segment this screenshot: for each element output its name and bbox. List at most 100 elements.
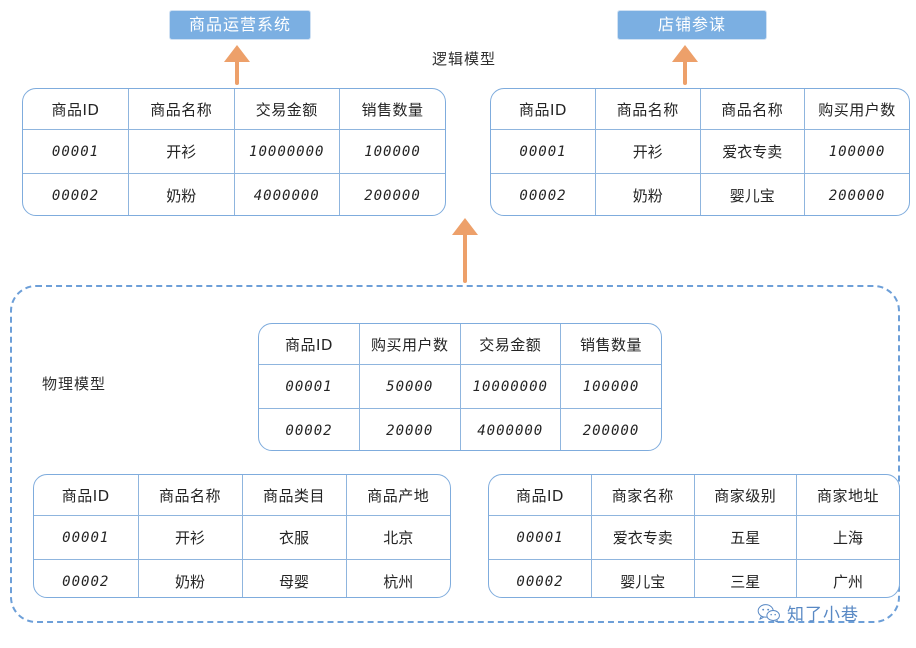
cell: 00002 — [23, 173, 129, 215]
cell: 10000000 — [459, 364, 561, 409]
column-header: 商品名称 — [595, 89, 701, 130]
column-header: 购买用户数 — [804, 89, 909, 130]
column-header: 销售数量 — [339, 89, 445, 130]
column-header: 商品ID — [259, 324, 360, 365]
table-row: 00002 奶粉 婴儿宝 200000 — [491, 173, 909, 215]
column-header: 交易金额 — [459, 324, 561, 365]
table-row: 00001 开衫 10000000 100000 — [23, 129, 445, 174]
physical-model-container — [10, 285, 900, 623]
cell: 4000000 — [233, 173, 340, 215]
column-header: 交易金额 — [233, 89, 340, 130]
cell: 广州 — [796, 559, 899, 597]
table-product-dimension: 商品ID 商品名称 商品类目 商品产地 00001 开衫 衣服 北京 00002… — [33, 474, 451, 598]
arrow-shaft — [235, 60, 239, 85]
cell: 婴儿宝 — [591, 559, 695, 597]
column-header: 商品名称 — [699, 89, 805, 130]
cell: 00001 — [259, 364, 360, 409]
table-physical-fact: 商品ID 购买用户数 交易金额 销售数量 00001 50000 1000000… — [258, 323, 662, 451]
cell: 100000 — [339, 129, 445, 174]
cell: 开衫 — [128, 129, 235, 174]
column-header: 销售数量 — [560, 324, 661, 365]
cell: 200000 — [560, 408, 661, 450]
cell: 20000 — [359, 408, 461, 450]
table-product-operations: 商品ID 商品名称 交易金额 销售数量 00001 开衫 10000000 10… — [22, 88, 446, 216]
column-header: 商品ID — [489, 475, 592, 516]
arrow-shaft — [683, 60, 687, 85]
column-header: 商品类目 — [241, 475, 347, 516]
table-header-row: 商品ID 商品名称 交易金额 销售数量 — [23, 89, 445, 130]
cell: 4000000 — [459, 408, 561, 450]
arrow-up-physical-to-logical — [452, 218, 478, 283]
watermark-text: 知了小巷 — [787, 605, 859, 625]
system-badge-shop-advisor[interactable]: 店铺参谋 — [618, 11, 766, 39]
table-row: 00002 奶粉 母婴 杭州 — [34, 559, 450, 597]
cell: 00002 — [491, 173, 596, 215]
wechat-icon — [757, 603, 780, 623]
column-header: 商家级别 — [693, 475, 797, 516]
cell: 00002 — [489, 559, 592, 597]
table-row: 00002 20000 4000000 200000 — [259, 408, 661, 450]
table-grid: 商品ID 商品名称 商品名称 购买用户数 00001 开衫 爱衣专卖 10000… — [491, 89, 909, 215]
arrowhead-icon — [224, 45, 250, 62]
cell: 上海 — [796, 515, 899, 560]
cell: 00001 — [489, 515, 592, 560]
table-row: 00002 奶粉 4000000 200000 — [23, 173, 445, 215]
table-row: 00001 开衫 爱衣专卖 100000 — [491, 129, 909, 174]
column-header: 商品ID — [34, 475, 139, 516]
table-grid: 商品ID 购买用户数 交易金额 销售数量 00001 50000 1000000… — [259, 324, 661, 450]
cell: 100000 — [804, 129, 909, 174]
arrow-up-to-product-operations — [224, 45, 250, 85]
table-row: 00002 婴儿宝 三星 广州 — [489, 559, 899, 597]
table-header-row: 商品ID 商家名称 商家级别 商家地址 — [489, 475, 899, 516]
table-shop-advisor: 商品ID 商品名称 商品名称 购买用户数 00001 开衫 爱衣专卖 10000… — [490, 88, 910, 216]
cell: 杭州 — [345, 559, 450, 597]
label-physical-model: 物理模型 — [42, 375, 107, 393]
cell: 200000 — [804, 173, 909, 215]
cell: 00001 — [34, 515, 139, 560]
column-header: 商品名称 — [137, 475, 243, 516]
cell: 五星 — [693, 515, 797, 560]
cell: 奶粉 — [595, 173, 701, 215]
table-header-row: 商品ID 购买用户数 交易金额 销售数量 — [259, 324, 661, 365]
cell: 开衫 — [137, 515, 243, 560]
cell: 50000 — [359, 364, 461, 409]
cell: 北京 — [345, 515, 450, 560]
cell: 10000000 — [233, 129, 340, 174]
column-header: 商家地址 — [796, 475, 899, 516]
cell: 爱衣专卖 — [591, 515, 695, 560]
label-logical-model: 逻辑模型 — [432, 50, 497, 68]
cell: 开衫 — [595, 129, 701, 174]
cell: 母婴 — [241, 559, 347, 597]
cell: 爱衣专卖 — [699, 129, 805, 174]
table-merchant-dimension: 商品ID 商家名称 商家级别 商家地址 00001 爱衣专卖 五星 上海 000… — [488, 474, 900, 598]
cell: 衣服 — [241, 515, 347, 560]
cell: 200000 — [339, 173, 445, 215]
cell: 奶粉 — [128, 173, 235, 215]
table-grid: 商品ID 商品名称 交易金额 销售数量 00001 开衫 10000000 10… — [23, 89, 445, 215]
arrow-up-to-shop-advisor — [672, 45, 698, 85]
watermark: 知了小巷 — [757, 600, 859, 625]
arrowhead-icon — [452, 218, 478, 235]
cell: 00001 — [23, 129, 129, 174]
column-header: 商品ID — [23, 89, 129, 130]
table-grid: 商品ID 商品名称 商品类目 商品产地 00001 开衫 衣服 北京 00002… — [34, 475, 450, 597]
table-row: 00001 开衫 衣服 北京 — [34, 515, 450, 560]
cell: 100000 — [560, 364, 661, 409]
system-badge-product-operations[interactable]: 商品运营系统 — [170, 11, 310, 39]
table-row: 00001 爱衣专卖 五星 上海 — [489, 515, 899, 560]
column-header: 购买用户数 — [359, 324, 461, 365]
cell: 婴儿宝 — [699, 173, 805, 215]
cell: 00002 — [34, 559, 139, 597]
cell: 00001 — [491, 129, 596, 174]
cell: 三星 — [693, 559, 797, 597]
column-header: 商品产地 — [345, 475, 450, 516]
table-grid: 商品ID 商家名称 商家级别 商家地址 00001 爱衣专卖 五星 上海 000… — [489, 475, 899, 597]
column-header: 商品ID — [491, 89, 596, 130]
cell: 00002 — [259, 408, 360, 450]
table-header-row: 商品ID 商品名称 商品类目 商品产地 — [34, 475, 450, 516]
column-header: 商家名称 — [591, 475, 695, 516]
cell: 奶粉 — [137, 559, 243, 597]
table-header-row: 商品ID 商品名称 商品名称 购买用户数 — [491, 89, 909, 130]
arrowhead-icon — [672, 45, 698, 62]
arrow-shaft — [463, 233, 467, 283]
